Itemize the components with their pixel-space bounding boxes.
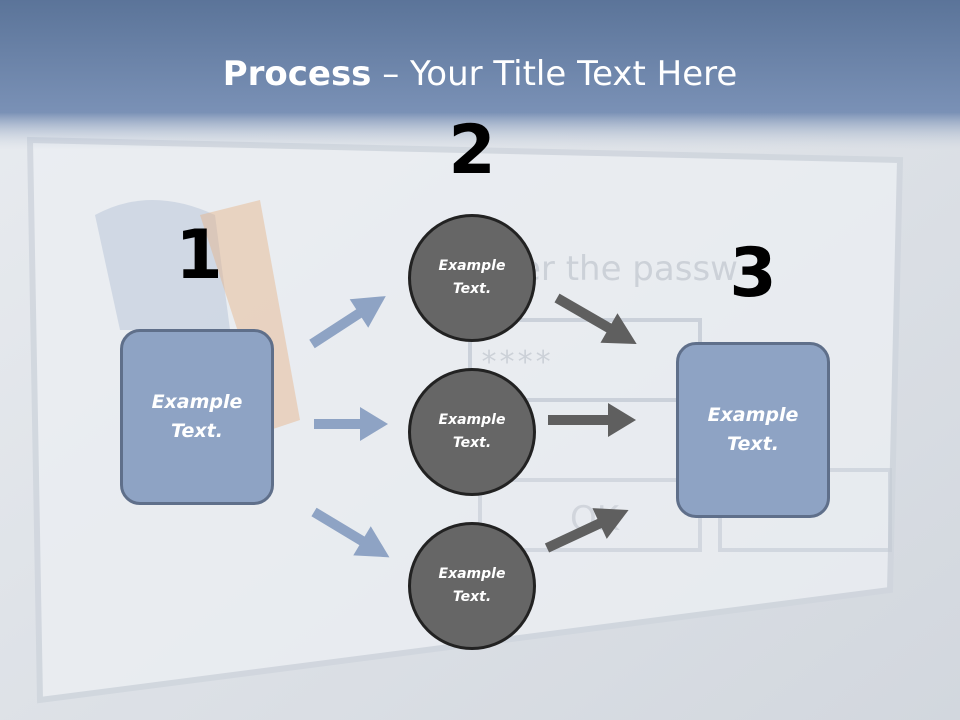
slide-title: Process – Your Title Text Here (0, 52, 960, 96)
step-box-3: Example Text. (676, 342, 830, 518)
step-number-3: 3 (729, 234, 777, 313)
arrow-step1-to-circle2 (314, 407, 388, 441)
circle-1: Example Text. (408, 214, 536, 342)
title-strong: Process (222, 54, 372, 94)
arrow-circle1-to-step3 (554, 293, 637, 344)
step-box-3-text: Example Text. (707, 404, 799, 455)
arrow-step1-to-circle1 (309, 296, 386, 349)
arrow-step1-to-circle3 (311, 507, 390, 558)
svg-text:er the passw: er the passw (520, 249, 738, 289)
circle-2-text: Example Text. (438, 412, 506, 451)
circle-2: Example Text. (408, 368, 536, 496)
step-number-1: 1 (175, 216, 223, 295)
title-rest: – Your Title Text Here (371, 54, 738, 94)
arrow-circle3-to-step3 (544, 508, 629, 553)
step-number-2: 2 (448, 111, 496, 190)
step-box-1-text: Example Text. (151, 391, 243, 442)
arrow-circle2-to-step3 (548, 403, 636, 437)
circle-3-text: Example Text. (438, 566, 506, 605)
circle-3: Example Text. (408, 522, 536, 650)
step-box-1: Example Text. (120, 329, 274, 505)
circle-1-text: Example Text. (438, 258, 506, 297)
